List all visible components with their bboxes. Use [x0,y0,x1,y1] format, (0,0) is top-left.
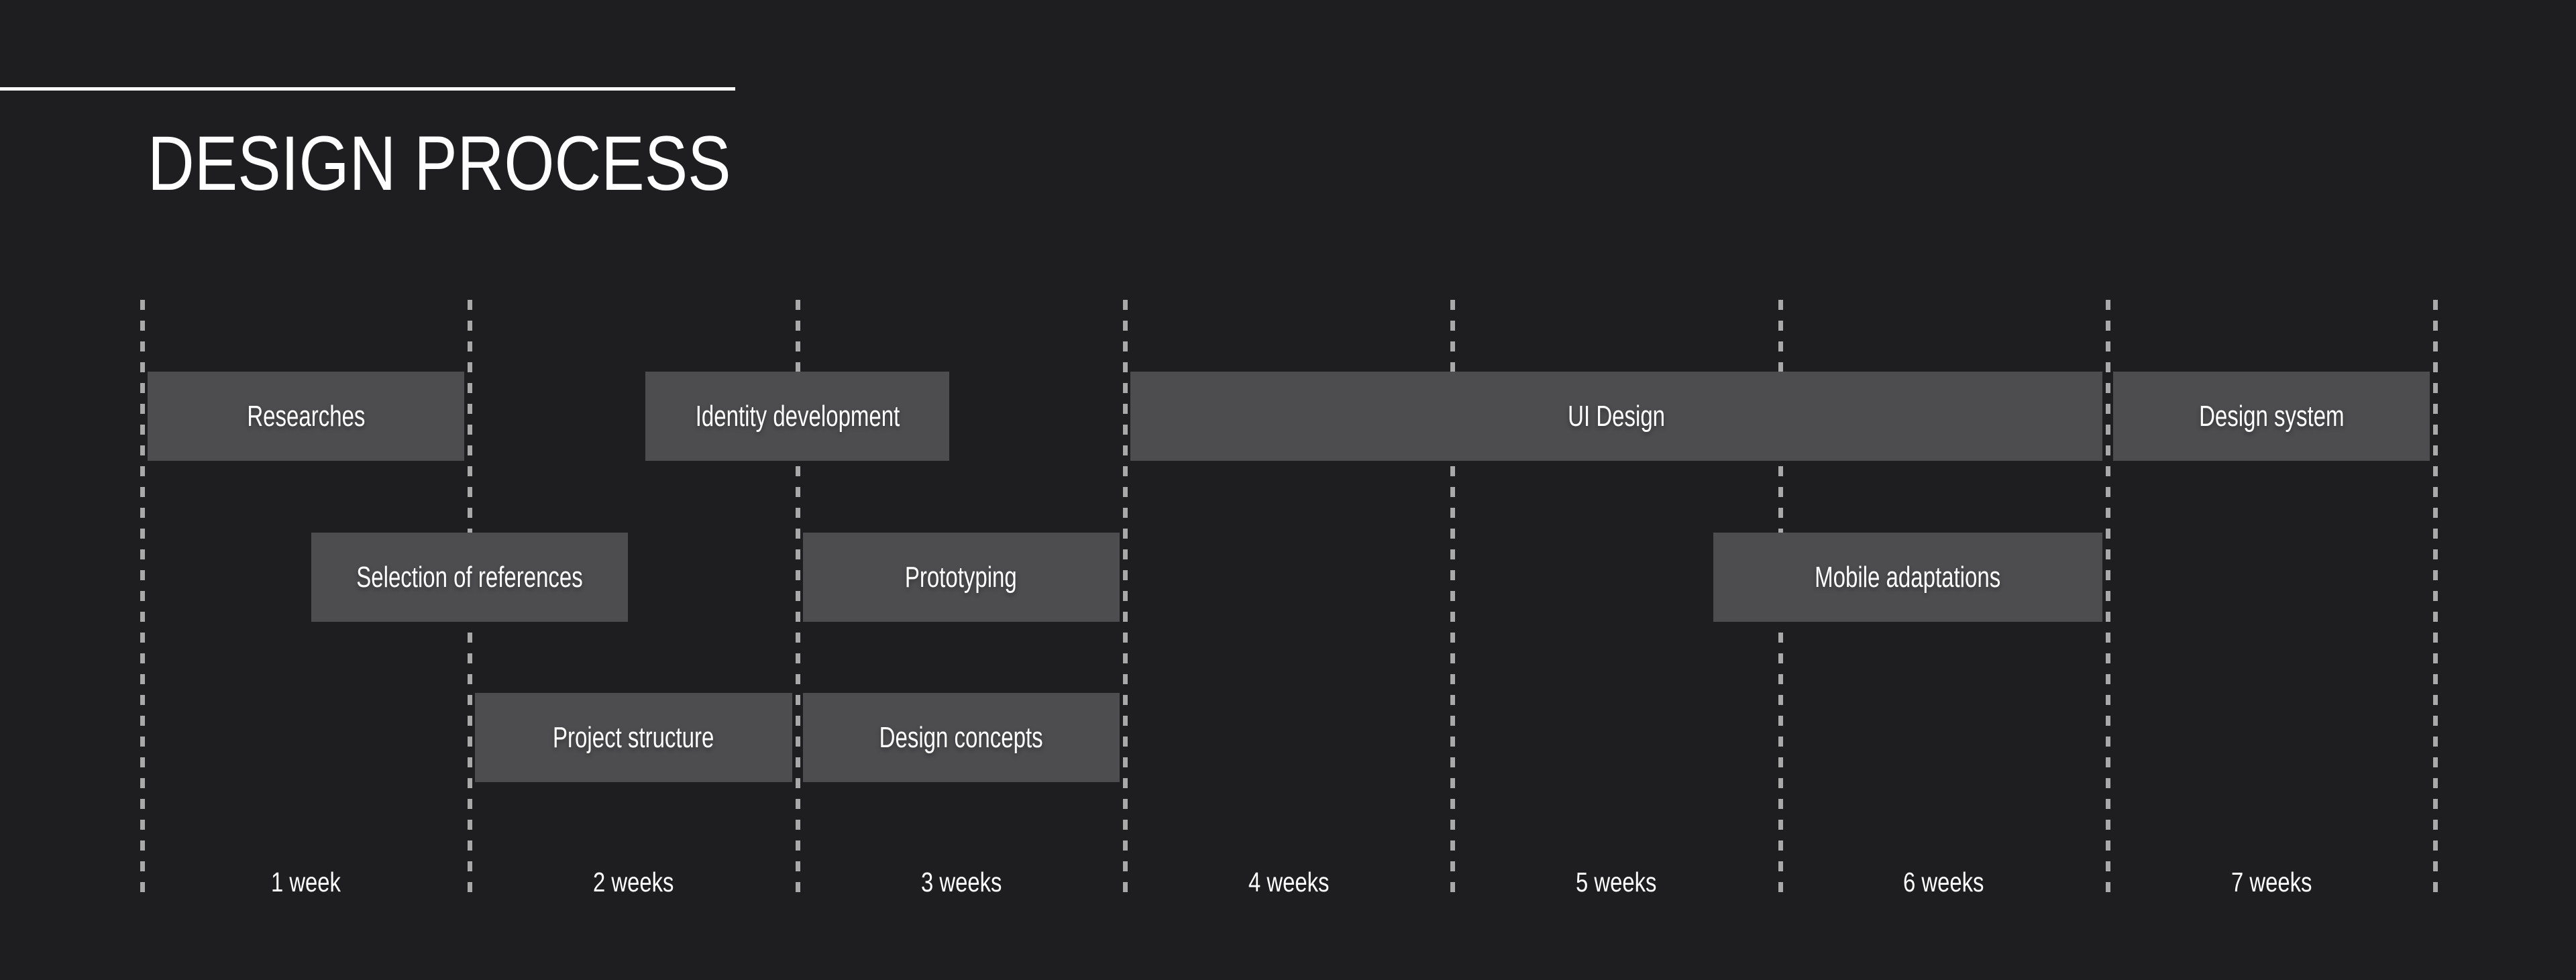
task-label-selection-of-references: Selection of references [356,560,584,594]
task-label-design-system: Design system [2198,399,2345,433]
task-bar-selection-of-references: Selection of references [311,533,629,622]
task-bar-ui-design: UI Design [1130,372,2102,461]
week-axis-label-text-3: 3 weeks [920,867,1002,897]
task-bar-identity-development: Identity development [645,372,949,461]
week-axis-label-3: 3 weeks [854,865,1069,899]
week-axis-label-text-5: 5 weeks [1576,867,1657,897]
week-axis-label-4: 4 weeks [1181,865,1396,899]
week-axis-label-2: 2 weeks [526,865,741,899]
week-gridline-2 [795,300,800,892]
week-axis-label-text-7: 7 weeks [2231,867,2312,897]
task-label-design-concepts: Design concepts [879,720,1043,754]
week-axis-label-text-1: 1 week [271,867,341,897]
week-axis-label-text-2: 2 weeks [593,867,674,897]
week-gridline-3 [1122,300,1128,892]
task-label-prototyping: Prototyping [905,560,1018,594]
task-label-identity-development: Identity development [695,399,900,433]
task-bar-prototyping: Prototyping [802,533,1120,622]
week-axis-label-6: 6 weeks [1837,865,2051,899]
page-title: DESIGN PROCESS [148,125,842,203]
task-bar-researches: Researches [148,372,465,461]
task-label-project-structure: Project structure [553,720,714,754]
task-bar-design-system: Design system [2112,372,2430,461]
week-axis-label-7: 7 weeks [2164,865,2379,899]
week-axis-label-text-4: 4 weeks [1248,867,1330,897]
week-axis-label-5: 5 weeks [1509,865,1723,899]
week-gridline-0 [140,300,145,892]
task-label-mobile-adaptations: Mobile adaptations [1815,560,2001,594]
task-bar-mobile-adaptations: Mobile adaptations [1713,533,2102,622]
week-gridline-4 [1450,300,1456,892]
page-title-text: DESIGN PROCESS [148,121,731,207]
task-bar-design-concepts: Design concepts [802,693,1120,782]
title-rule [0,87,735,91]
task-bar-project-structure: Project structure [475,693,792,782]
week-axis-label-1: 1 week [199,865,413,899]
task-label-ui-design: UI Design [1567,399,1665,433]
task-label-researches: Researches [247,399,366,433]
week-gridline-6 [2105,300,2110,892]
week-gridline-7 [2433,300,2438,892]
week-axis-label-text-6: 6 weeks [1903,867,1984,897]
